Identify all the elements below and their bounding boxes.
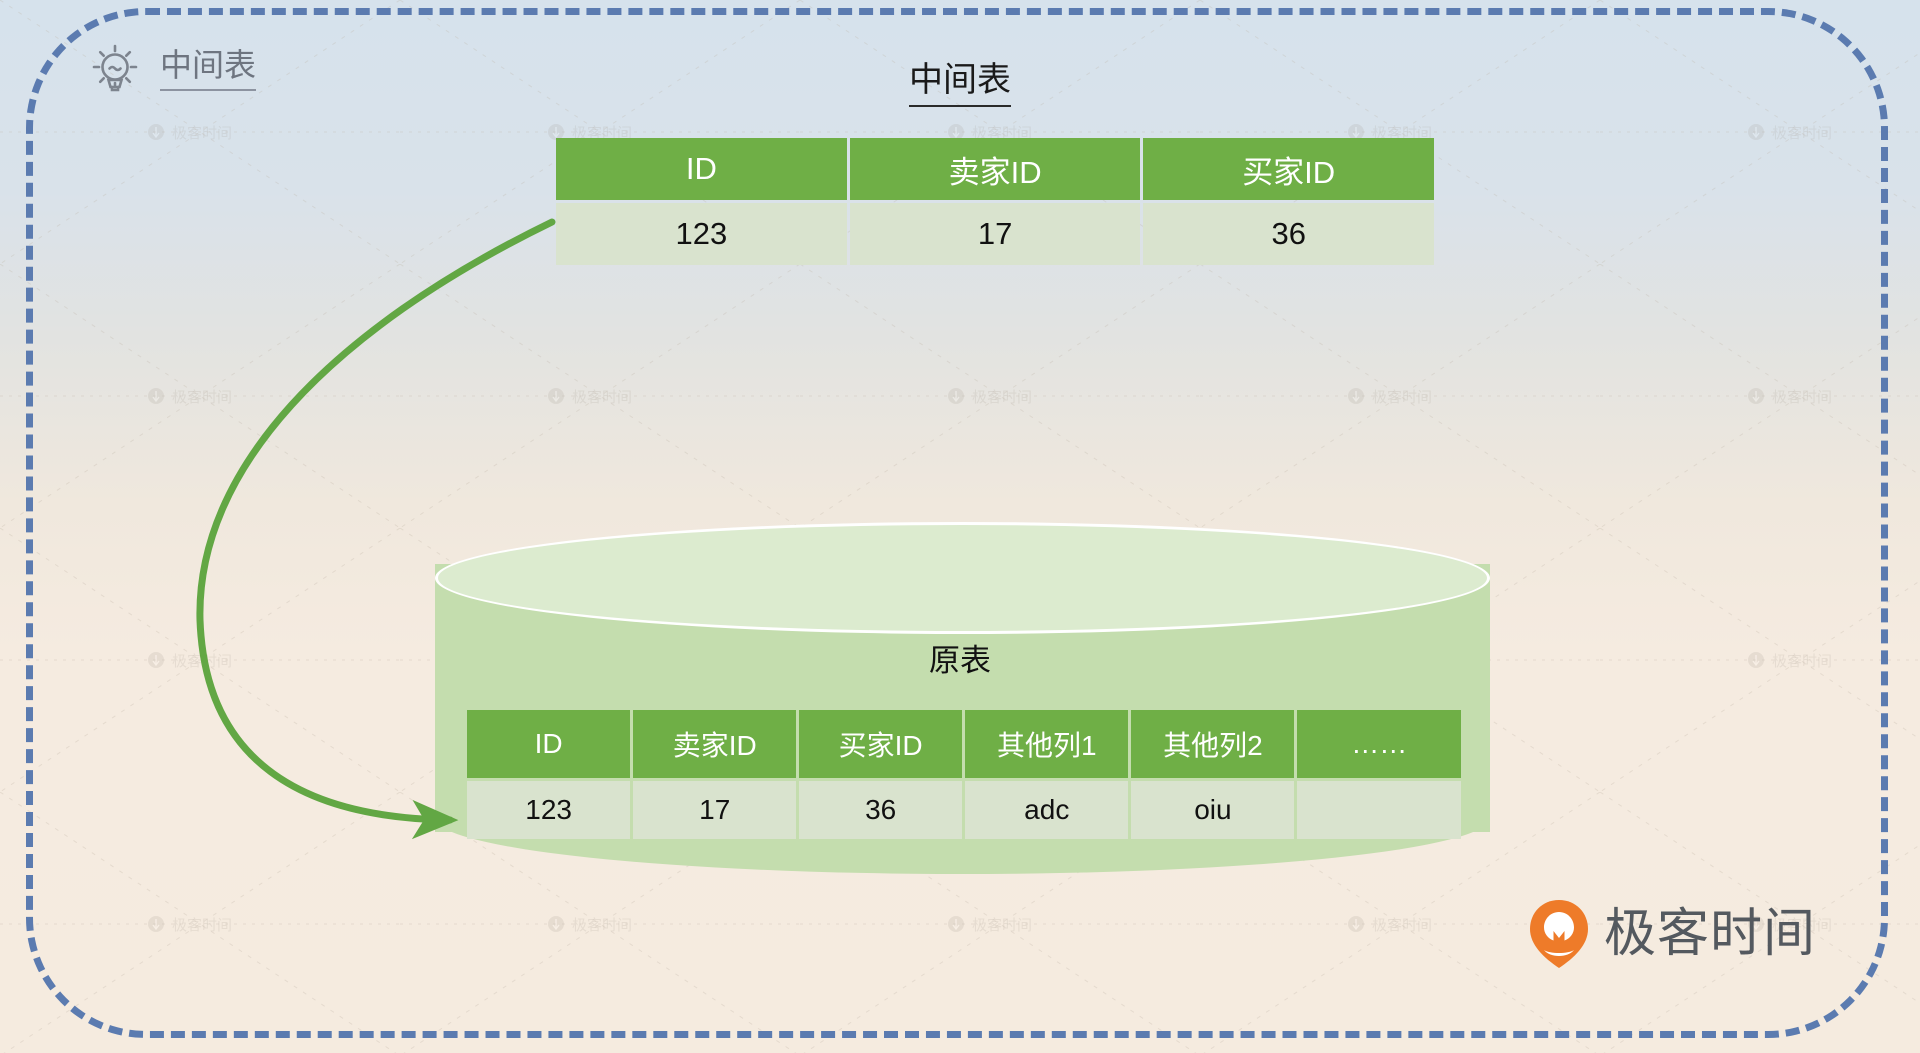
orig-table: ID 卖家ID 买家ID 其他列1 其他列2 …… 123 17 36 adc … (464, 707, 1464, 842)
table-row: 123 17 36 adc oiu (467, 781, 1461, 839)
brand-logo: 极客时间 (1528, 898, 1816, 970)
orig-table-title: 原表 (929, 643, 991, 678)
mid-table-title: 中间表 (0, 52, 1920, 107)
table-row: 123 17 36 (556, 203, 1434, 265)
table-header-row: ID 卖家ID 买家ID (556, 138, 1434, 200)
mid-table-col-seller-id: 卖家ID (849, 138, 1141, 200)
mid-table-title-text: 中间表 (909, 61, 1011, 107)
orig-table-col-other-2: 其他列2 (1131, 710, 1295, 778)
orig-table-col-buyer-id: 买家ID (799, 710, 963, 778)
orig-table-col-id: ID (467, 710, 631, 778)
orig-table-col-ellipsis: …… (1297, 710, 1461, 778)
orig-table-cell-other-1: adc (965, 781, 1129, 839)
table-header-row: ID 卖家ID 买家ID 其他列1 其他列2 …… (467, 710, 1461, 778)
mid-table-cell-seller-id: 17 (849, 203, 1141, 265)
database-cylinder (435, 522, 1490, 874)
mid-table-col-buyer-id: 买家ID (1143, 138, 1434, 200)
orig-table-cell-buyer-id: 36 (799, 781, 963, 839)
orig-table-cell-id: 123 (467, 781, 631, 839)
cylinder-top-ellipse (435, 522, 1490, 634)
orig-table-cell-seller-id: 17 (633, 781, 797, 839)
geektime-logo-icon (1530, 900, 1588, 968)
mid-table-col-id: ID (556, 138, 847, 200)
mid-table-cell-buyer-id: 36 (1143, 203, 1434, 265)
orig-table-col-seller-id: 卖家ID (633, 710, 797, 778)
lightbulb-icon (92, 44, 138, 92)
orig-table-cell-blank (1297, 781, 1461, 839)
mid-table-cell-id: 123 (556, 203, 847, 265)
mid-table: ID 卖家ID 买家ID 123 17 36 (553, 135, 1437, 268)
brand-name: 极客时间 (1604, 905, 1817, 963)
section-badge: 中间表 (86, 40, 257, 98)
orig-table-col-other-1: 其他列1 (965, 710, 1129, 778)
orig-table-cell-other-2: oiu (1131, 781, 1295, 839)
badge-label: 中间表 (160, 47, 257, 91)
